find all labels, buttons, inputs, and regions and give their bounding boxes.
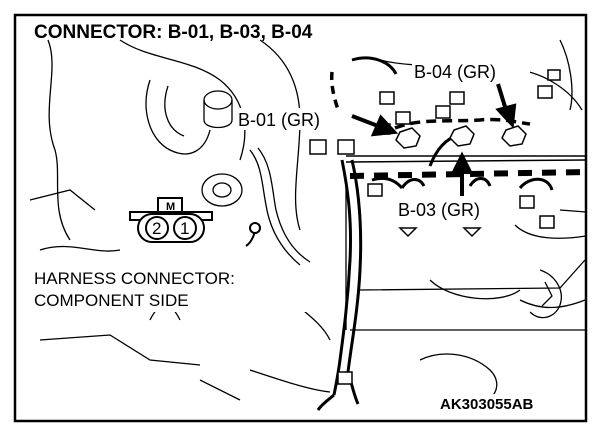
callout-b04: B-04 (GR) xyxy=(414,62,496,82)
connector-pin-1: 1 xyxy=(180,219,189,238)
reference-code: AK303055AB xyxy=(440,396,534,413)
ground-terminal xyxy=(245,222,261,247)
figure-frame xyxy=(13,13,588,423)
callout-arrows xyxy=(351,83,517,196)
harness-b04-run xyxy=(329,56,531,130)
harness-label-line1: HARNESS CONNECTOR: xyxy=(34,269,235,288)
connector-pin-2: 2 xyxy=(152,219,161,238)
connector-face xyxy=(129,197,213,243)
connector-marker: M xyxy=(166,201,175,213)
callout-b01: B-01 (GR) xyxy=(238,110,320,130)
engine-line-art xyxy=(29,39,587,401)
connector-blocks xyxy=(309,69,561,385)
callout-b03: B-03 (GR) xyxy=(398,200,480,220)
harness-label-line2: COMPONENT SIDE xyxy=(34,291,189,310)
diagram-title: CONNECTOR: B-01, B-03, B-04 xyxy=(34,22,313,43)
